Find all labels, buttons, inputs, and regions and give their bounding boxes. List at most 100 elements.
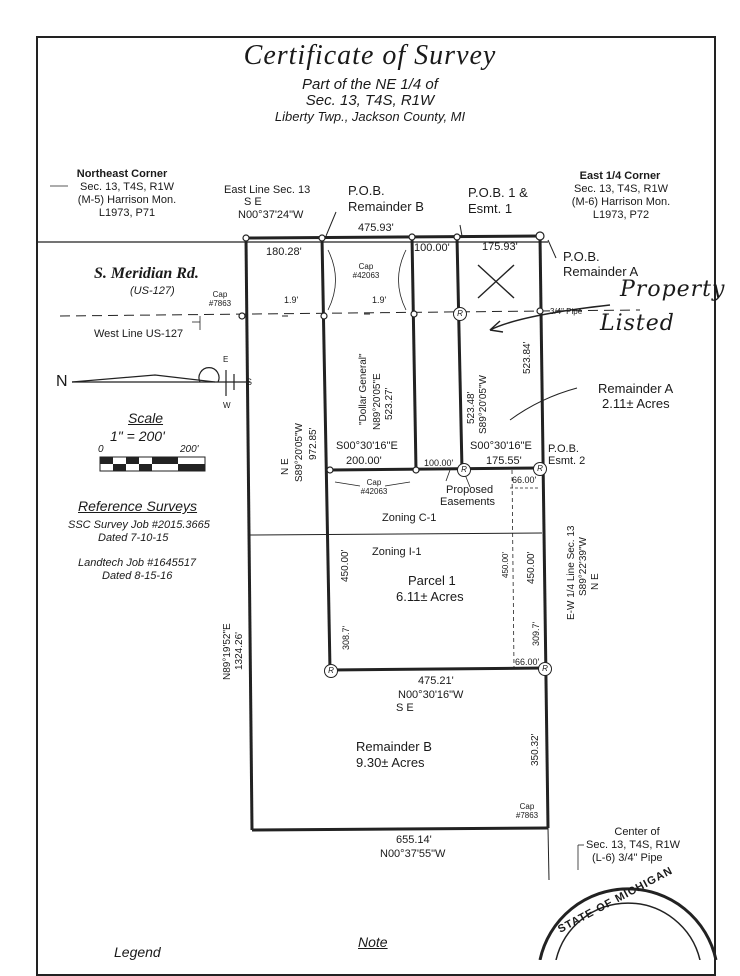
west-bearing: S89°20'05"W — [294, 423, 305, 482]
handwritten-listed: Listed — [600, 311, 675, 336]
ne-corner-title: Northeast Corner — [76, 168, 168, 180]
center-line-2: (L-6) 3/4" Pipe — [592, 852, 663, 864]
road-name: S. Meridian Rd. — [94, 265, 199, 282]
rb-east: 350.32' — [530, 733, 541, 767]
pob-esmt2-1: P.O.B. — [548, 443, 579, 455]
north-s: S — [246, 377, 253, 387]
proposed-1: Proposed — [446, 484, 494, 496]
north-n: N — [56, 373, 68, 390]
east-quarter-line-1: Sec. 13, T4S, R1W — [574, 183, 668, 195]
west-dir: N E — [280, 458, 291, 475]
s1-bearing: S00°30'16"E — [336, 440, 398, 452]
north-e: E — [223, 355, 229, 364]
ew-bearing: S89°22'39"W — [578, 537, 589, 596]
dollar-general-label: "Dollar General" — [358, 353, 369, 425]
scale-max: 200' — [180, 444, 199, 455]
reference-line-3: Landtech Job #1645517 — [78, 557, 197, 569]
ra-bearing: S89°20'05"W — [478, 375, 489, 434]
p1-west: 450.00' — [340, 549, 351, 583]
ne-corner-line-1: Sec. 13, T4S, R1W — [80, 181, 174, 193]
ra-length-1: 523.48' — [466, 391, 477, 425]
ew-line-label: E-W 1/4 Line Sec. 13 — [566, 525, 577, 621]
dim-offset-2: 1.9' — [372, 295, 387, 305]
scale-title: Scale — [128, 410, 164, 426]
pob-remainder-a-1: P.O.B. — [563, 249, 600, 264]
rb-cap-2: #7863 — [515, 811, 539, 820]
east-quarter-title: East 1/4 Corner — [579, 170, 661, 182]
parcel1-name: Parcel 1 — [408, 573, 456, 588]
remainder-a-name: Remainder A — [598, 381, 674, 396]
dim-top-right: 175.93' — [482, 241, 518, 253]
east-quarter-line-2: (M-6) Harrison Mon. — [571, 196, 671, 208]
reference-title: Reference Surveys — [78, 498, 198, 514]
far-west-length: 1324.26' — [234, 631, 245, 670]
handwritten-property: Property — [620, 277, 726, 302]
cap-42063-bot-2: #42063 — [360, 487, 388, 496]
cap-42063-top-1: Cap — [358, 262, 374, 271]
west-length: 972.85' — [308, 427, 319, 461]
d66-bottom: 66.00' — [515, 657, 540, 667]
pob-1-esmt-2: Esmt. 1 — [468, 201, 513, 216]
dim-top-left: 180.28' — [266, 246, 302, 258]
center-line-1: Sec. 13, T4S, R1W — [586, 839, 680, 851]
pob-remainder-a-2: Remainder A — [563, 264, 639, 279]
east-line-label: East Line Sec. 13 — [224, 184, 311, 196]
p1-east-1: 450.00' — [501, 552, 510, 578]
ne-corner-line-3: L1973, P71 — [98, 207, 156, 219]
remainder-b-name: Remainder B — [356, 739, 432, 754]
ra-length-2: 523.84' — [522, 341, 533, 375]
subtitle-line-2: Sec. 13, T4S, R1W — [305, 92, 435, 109]
dim-top-total: 475.93' — [358, 222, 394, 234]
road-west-line: West Line US-127 — [94, 328, 184, 340]
r-marker: R — [457, 463, 471, 477]
zoning-i1: Zoning I-1 — [372, 546, 422, 558]
ew-dir: N E — [590, 573, 601, 590]
p1-bottom-len: 475.21' — [418, 675, 454, 687]
p1-east-2: 309.7' — [531, 621, 541, 646]
east-line-dir: S E — [244, 196, 262, 208]
s2-length: 100.00' — [424, 458, 454, 468]
rb-cap-1: Cap — [519, 802, 535, 811]
road-pipe: 3/4" Pipe — [550, 307, 583, 316]
reference-line-1: SSC Survey Job #2015.3665 — [68, 519, 210, 531]
far-west-bearing: N89°19'52"E — [222, 623, 233, 680]
dim-top-mid: 100.00' — [414, 242, 450, 254]
remainder-b-acres: 9.30± Acres — [356, 755, 425, 770]
scale-zero: 0 — [98, 444, 104, 455]
subtitle-line-1: Part of the NE 1/4 of — [302, 76, 438, 93]
parcel1-acres: 6.11± Acres — [396, 589, 464, 604]
p1-west-2: 308.7' — [341, 625, 351, 650]
dg-length: 523.27' — [384, 387, 395, 421]
s3-length: 175.55' — [486, 455, 522, 467]
pob-esmt2-2: Esmt. 2 — [548, 455, 586, 467]
s3-bearing: S00°30'16"E — [470, 440, 532, 452]
zoning-c1: Zoning C-1 — [382, 512, 437, 524]
north-w: W — [223, 401, 231, 410]
page-title: Certificate of Survey — [243, 40, 497, 71]
legend-title: Legend — [114, 944, 161, 960]
road-route: (US-127) — [130, 285, 175, 297]
p1-east-3: 450.00' — [526, 551, 537, 585]
dim-offset-1: 1.9' — [284, 295, 299, 305]
pob-1-esmt-1: P.O.B. 1 & — [468, 185, 528, 200]
r-marker: R — [538, 662, 552, 676]
east-line-bearing: N00°37'24"W — [238, 209, 304, 221]
cap-42063-bot-1: Cap — [366, 478, 382, 487]
s1-length: 200.00' — [346, 455, 382, 467]
r-marker: R — [533, 462, 547, 476]
d66-top: 66.00' — [512, 475, 537, 485]
remainder-a-acres: 2.11± Acres — [602, 396, 670, 411]
note-title: Note — [358, 934, 388, 950]
scale-ratio: 1" = 200' — [110, 428, 165, 444]
subtitle-line-3: Liberty Twp., Jackson County, MI — [274, 109, 466, 124]
road-cap-2: #7863 — [208, 299, 232, 308]
r-marker: R — [453, 307, 467, 321]
reference-line-4: Dated 8-15-16 — [102, 570, 173, 582]
cap-42063-top-2: #42063 — [352, 271, 380, 280]
east-quarter-line-3: L1973, P72 — [592, 209, 650, 221]
r-marker: R — [324, 664, 338, 678]
pob-remainder-b-2: Remainder B — [348, 199, 424, 214]
road-cap-1: Cap — [212, 290, 228, 299]
bottom-bearing: N00°37'55"W — [380, 848, 446, 860]
